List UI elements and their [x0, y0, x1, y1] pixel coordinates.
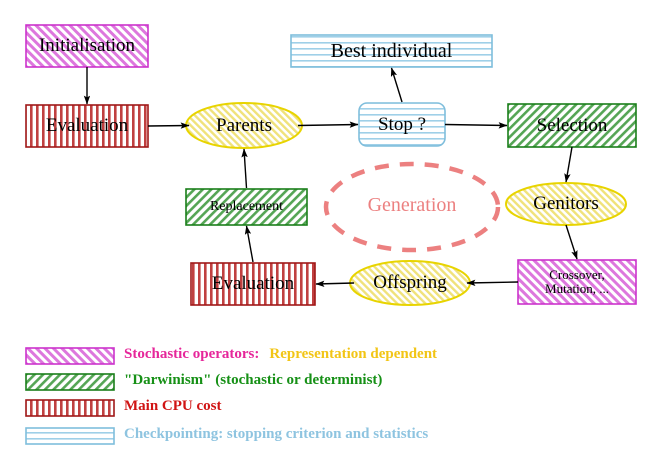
legend-swatch-checkpoint [25, 427, 115, 445]
legend-row-stochastic: Stochastic operators: Representation depe… [124, 347, 437, 362]
legend-extra-text-stochastic: Representation dependent [269, 346, 438, 362]
edge-replacement-to-parents [241, 148, 248, 189]
edge-evaluation-top-to-parents [147, 122, 190, 129]
node-stop [358, 102, 446, 147]
edge-stop-to-selection [444, 122, 508, 129]
node-evaluation-top [25, 104, 149, 148]
node-crossover [517, 259, 637, 305]
edge-parents-to-stop [297, 121, 359, 128]
node-evaluation-bot [190, 262, 316, 306]
legend-row-cpu: Main CPU cost [124, 399, 222, 414]
legend-swatch-stochastic [25, 347, 115, 365]
legend-text-cpu: Main CPU cost [124, 398, 222, 414]
node-offspring [349, 260, 471, 306]
generation-ellipse [323, 161, 501, 253]
legend-row-darwinism: "Darwinism" (stochastic or determinist) [124, 373, 382, 388]
legend-text-darwinism: "Darwinism" (stochastic or determinist) [124, 372, 383, 388]
generation-label: Generation [367, 194, 457, 216]
generation-boundary-ellipse [323, 161, 501, 253]
legend-text-stochastic: Stochastic operators: [124, 346, 260, 362]
edge-arrows [83, 67, 578, 287]
edge-selection-to-genitors [564, 146, 573, 183]
node-shapes [25, 24, 637, 306]
legend-swatches [25, 347, 115, 445]
node-replacement [185, 188, 308, 226]
edge-stop-to-best-individual [390, 67, 403, 103]
edge-crossover-to-offspring [466, 279, 519, 287]
legend-swatch-darwinism [25, 373, 115, 391]
edge-genitors-to-crossover [565, 224, 578, 260]
node-best-individual [290, 34, 493, 68]
edge-offspring-to-evaluation-bot [315, 280, 355, 287]
legend-text-checkpoint: Checkpointing: stopping criterion and st… [124, 426, 429, 442]
node-selection [507, 103, 637, 148]
node-initialisation [25, 24, 149, 68]
edge-evaluation-bot-to-replacement [244, 225, 254, 263]
legend-row-checkpoint: Checkpointing: stopping criterion and st… [124, 427, 428, 442]
legend-swatch-cpu [25, 399, 115, 417]
node-genitors [505, 182, 627, 226]
node-parents [185, 102, 303, 149]
